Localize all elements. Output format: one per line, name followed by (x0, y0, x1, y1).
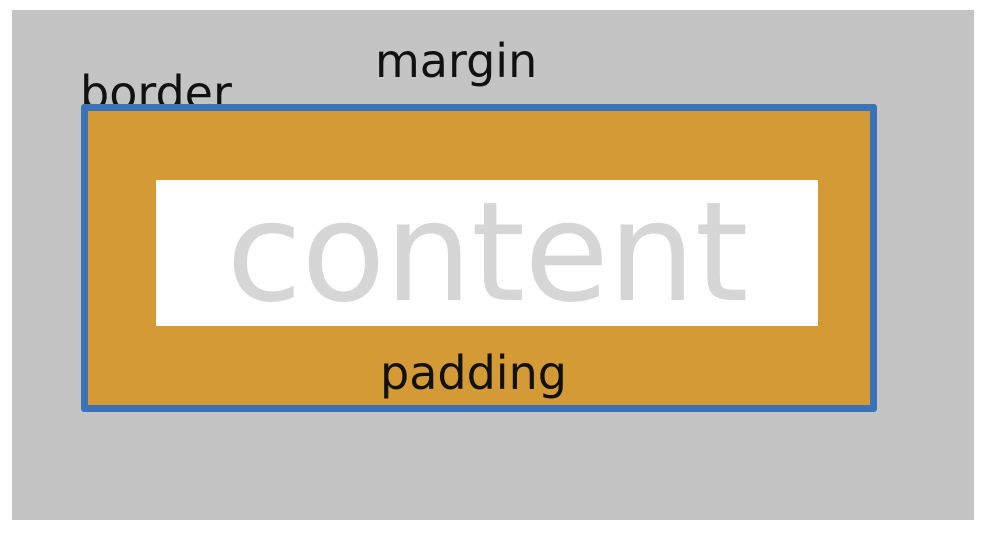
padding-label: padding (380, 346, 567, 400)
box-model-diagram: margin border content padding (12, 10, 974, 520)
content-label: content (226, 180, 748, 326)
margin-label: margin (375, 34, 538, 88)
content-box: content (156, 180, 818, 326)
